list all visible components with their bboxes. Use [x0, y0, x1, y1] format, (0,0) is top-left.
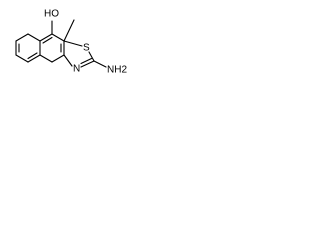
bond-a-inner2 — [27, 52, 38, 60]
bond-a1 — [15, 33, 29, 42]
bond-c2 — [88, 51, 95, 62]
bond-b4 — [51, 54, 65, 63]
bond-c1 — [63, 40, 83, 47]
bond-a6 — [27, 33, 41, 42]
nitrogen-label: N — [73, 64, 80, 75]
hydroxyl-label: HO — [44, 9, 59, 20]
bond-b2 — [51, 33, 65, 42]
bond-b1 — [39, 33, 53, 42]
bond-b-inner1 — [42, 36, 53, 44]
amino-label: NH2 — [107, 65, 127, 76]
bond-c3-double — [80, 57, 93, 65]
bond-methyl — [63, 19, 75, 42]
bond-amino — [93, 60, 107, 68]
bond-b5 — [39, 54, 53, 63]
bond-a3 — [15, 54, 29, 63]
bond-c3 — [80, 60, 95, 68]
chemical-structure-diagram: HO S N NH2 — [15, 9, 127, 76]
sulfur-label: S — [83, 43, 90, 54]
bond-c4 — [63, 54, 73, 67]
bond-a4 — [27, 54, 41, 63]
